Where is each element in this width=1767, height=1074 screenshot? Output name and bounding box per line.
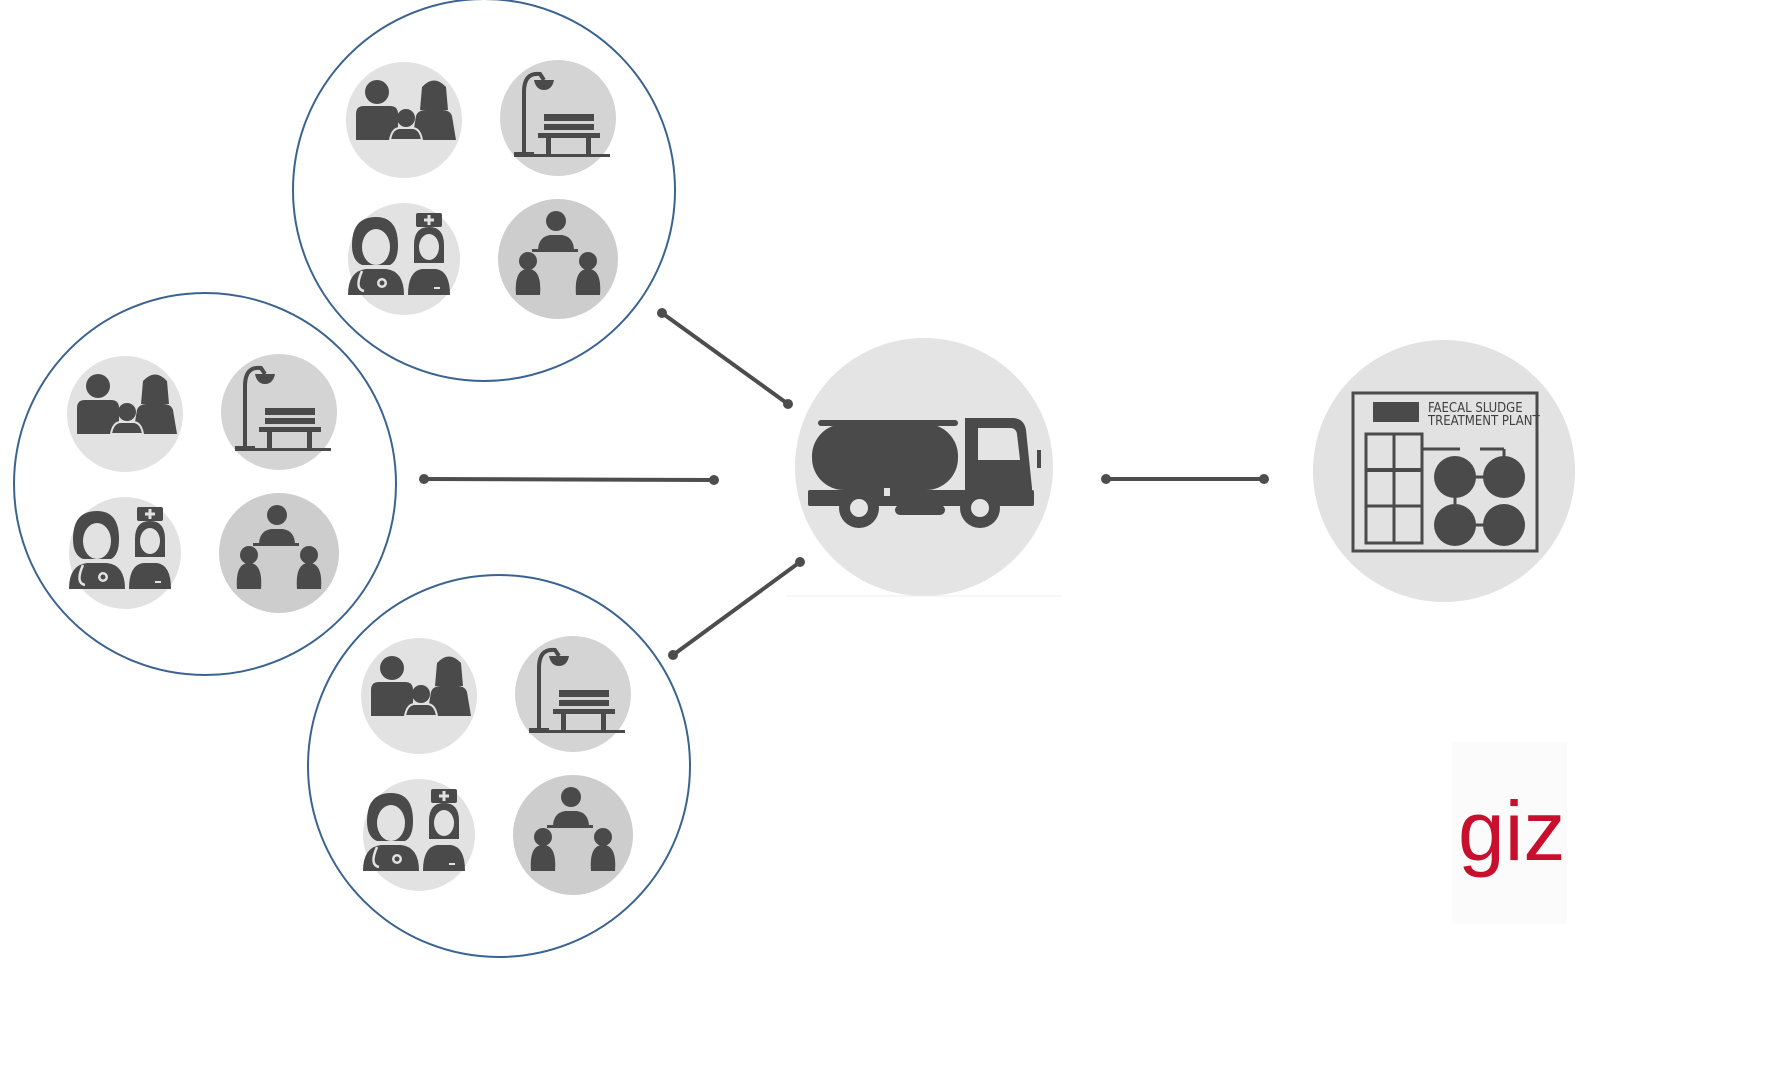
community-cluster-top bbox=[292, 0, 676, 382]
tanker-truck-icon bbox=[808, 418, 1041, 528]
plant-label-line2: TREATMENT PLANT bbox=[1427, 414, 1540, 429]
community-cluster-middle bbox=[13, 292, 397, 676]
connector-bottom bbox=[671, 560, 802, 657]
connector-middle bbox=[422, 477, 716, 482]
connector-top bbox=[660, 311, 790, 406]
giz-logo: giz bbox=[1452, 742, 1567, 924]
tanker-truck-hub bbox=[786, 338, 1062, 597]
connector-endpoints bbox=[419, 308, 1269, 660]
treatment-plant-node: FAECAL SLUDGE TREATMENT PLANT bbox=[1313, 340, 1575, 602]
community-cluster-bottom bbox=[307, 574, 691, 958]
treatment-plant-icon: FAECAL SLUDGE TREATMENT PLANT bbox=[1351, 391, 1540, 553]
giz-logo-text: giz bbox=[1458, 784, 1565, 878]
plant-label-line1: FAECAL SLUDGE bbox=[1428, 401, 1523, 416]
connector-lines bbox=[422, 311, 1266, 657]
